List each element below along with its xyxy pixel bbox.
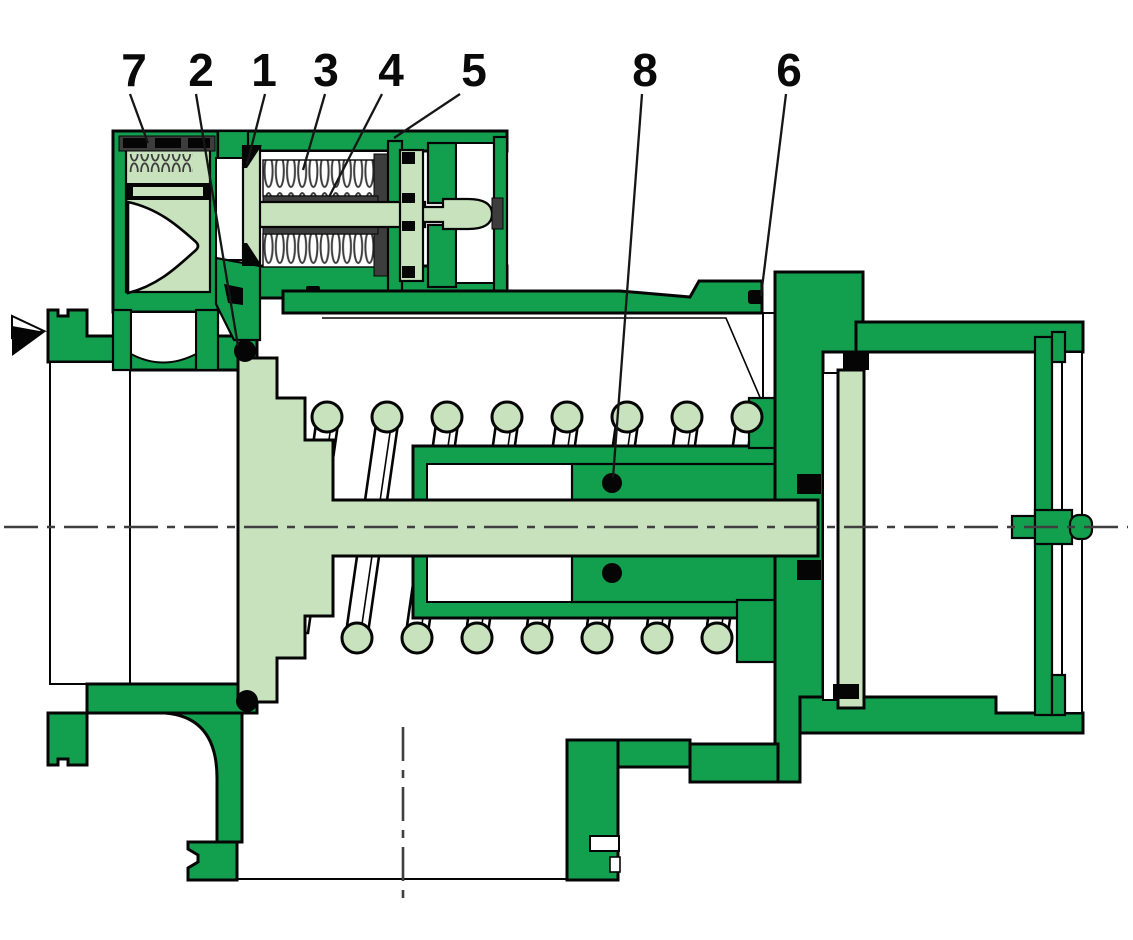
pilot-spring-lower — [262, 233, 384, 268]
spring-seat-right-bottom — [735, 598, 777, 664]
bottom-flange — [164, 711, 692, 882]
funnel-cone — [126, 200, 200, 295]
shaft-guide-bottom — [570, 554, 777, 604]
pilot-piston — [398, 148, 425, 283]
main-piston-shaft — [236, 356, 820, 704]
retainer-slot — [133, 187, 203, 196]
cover-segment — [188, 138, 210, 148]
callout-label-3: 3 — [313, 44, 339, 96]
piston-oring-bottom — [236, 690, 258, 712]
plate-seal-bottom — [833, 684, 859, 699]
bottom-leg-left — [164, 711, 244, 844]
shaft-seal-bottom — [602, 563, 622, 583]
plate-seal-top — [843, 352, 869, 370]
callout-leader-6 — [759, 93, 788, 297]
piston-seal — [402, 152, 415, 164]
pilot-spring-upper — [262, 159, 384, 197]
disc-seal-bottom — [242, 243, 262, 266]
bottom-foot-left — [186, 840, 239, 882]
callout-leader-8 — [611, 93, 644, 479]
end-wall-insert — [491, 197, 504, 230]
piston-shaft — [234, 340, 821, 712]
spring-coil-ends — [310, 400, 764, 655]
cover-segment — [155, 138, 181, 148]
callout-label-8: 8 — [632, 44, 658, 96]
rod-clip-top — [1050, 330, 1067, 364]
cover-seal-6 — [748, 290, 763, 304]
silencer-assembly — [111, 129, 220, 372]
piston-seal — [402, 193, 415, 203]
actuator-plate — [836, 368, 866, 710]
callout-label-4: 4 — [378, 44, 404, 96]
small-coil-spring — [129, 154, 193, 172]
housing-shaft-seal-top — [797, 474, 821, 494]
pilot-stem — [250, 197, 494, 231]
callout-leader-5 — [393, 93, 461, 139]
callout-label-1: 1 — [251, 44, 277, 96]
callout-leader-7 — [128, 93, 150, 144]
callout-label-5: 5 — [461, 44, 487, 96]
flange-bottom-cap — [46, 711, 89, 767]
callout-leader-1 — [245, 93, 267, 165]
shaft-seal-top — [602, 473, 622, 493]
leg-notch — [609, 856, 621, 873]
inlet-flange — [11, 308, 259, 767]
cylinder-mid-wall-bottom — [426, 223, 458, 289]
leg-groove — [589, 835, 620, 852]
callout-label-7: 7 — [121, 44, 147, 96]
piston-seal — [402, 266, 415, 278]
outlet-wall-right — [194, 308, 220, 372]
cover-segment — [123, 138, 147, 148]
flange-bottom-arm — [85, 682, 259, 715]
housing-shaft-seal-bottom — [797, 560, 821, 580]
cylinder-mid-wall-top — [426, 141, 458, 205]
callout-label-6: 6 — [776, 44, 802, 96]
housing-foot-web — [688, 742, 780, 784]
flow-arrow-solid-icon — [12, 326, 45, 356]
centerlines — [4, 525, 1128, 898]
outlet-bore — [130, 311, 197, 364]
callout-leader-3 — [301, 93, 327, 171]
tube-window-top — [426, 463, 574, 501]
rod-clip-bottom — [1050, 673, 1067, 717]
callout-leader-2 — [194, 93, 240, 347]
piston-seal — [402, 221, 415, 231]
piston-oring-top — [234, 340, 256, 362]
flange-bore — [49, 361, 131, 685]
diaphragm-slot — [822, 372, 839, 701]
cover-band — [281, 279, 764, 315]
outlet-wall-left — [111, 308, 133, 372]
callout-leader-4 — [327, 93, 384, 198]
tube-window-bottom — [426, 555, 574, 603]
callout-label-2: 2 — [188, 44, 214, 96]
